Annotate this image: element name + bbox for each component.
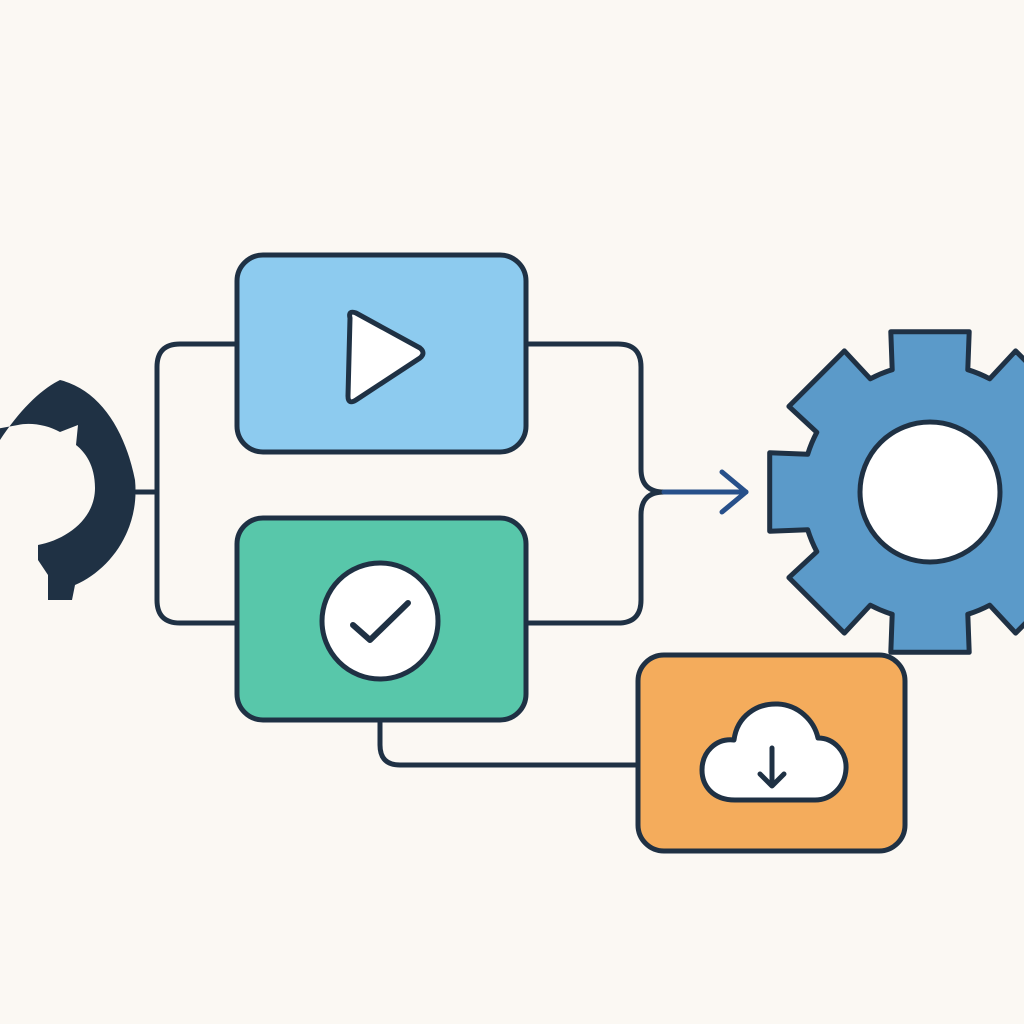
- arrow-to-target: [661, 469, 749, 515]
- octocat-icon: [0, 380, 136, 600]
- arrow-head-icon: [719, 469, 749, 515]
- source-node: [0, 380, 136, 600]
- target-node: [767, 329, 1024, 655]
- gear-hole: [857, 419, 1003, 565]
- deploy-node[interactable]: [635, 652, 908, 854]
- play-icon: [345, 309, 426, 405]
- run-node[interactable]: [234, 252, 529, 455]
- edge-test-to-deploy: [377, 717, 641, 768]
- edge-source-to-run: [154, 341, 240, 626]
- edge-test-to-target: [523, 489, 667, 626]
- check-circle-icon: [319, 560, 441, 682]
- connectors: [133, 341, 667, 768]
- test-node[interactable]: [234, 515, 529, 723]
- edge-run-to-target: [523, 341, 667, 495]
- cloud-download-icon: [699, 701, 849, 803]
